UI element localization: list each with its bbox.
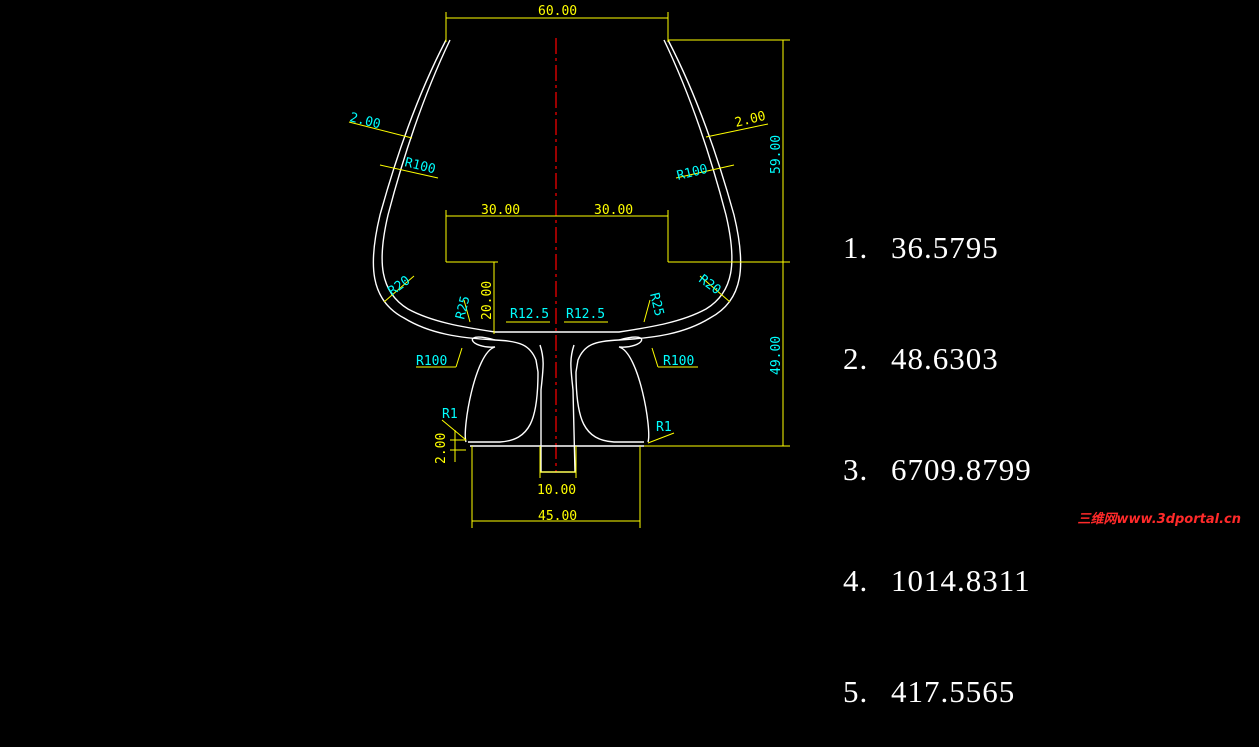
glass-profile-outer [372, 39, 539, 443]
radius-r12-5-left: R12.5 [510, 307, 549, 322]
radius-r1-right: R1 [656, 420, 672, 435]
dim-top-width: 60.00 [538, 4, 577, 19]
dim-stem-width: 10.00 [537, 483, 576, 498]
result-index: 4. [843, 563, 869, 598]
result-index: 2. [843, 341, 869, 376]
dim-wall-left: 2.00 [348, 110, 382, 132]
base-right [618, 336, 650, 443]
watermark: 三维网www.3dportal.cn [1077, 512, 1241, 527]
result-row: 2. 48.6303 [843, 340, 1032, 377]
stem-left [539, 344, 576, 473]
dim-base-width: 45.00 [538, 509, 577, 524]
result-row: 5. 417.5565 [843, 673, 1032, 710]
radius-leaders [379, 164, 735, 444]
radius-r1-left: R1 [442, 407, 458, 422]
glass-profile-inner [381, 39, 733, 333]
radius-r100-lower-right: R100 [663, 354, 694, 369]
base-left [464, 336, 496, 443]
radius-r25-left: R25 [453, 295, 473, 321]
result-index: 3. [843, 452, 869, 487]
dim-step-height: 20.00 [480, 281, 495, 320]
results-list: 1. 36.5795 2. 48.6303 3. 6709.8799 4. 1014.8… [843, 155, 1032, 747]
result-value: 1014.8311 [891, 563, 1031, 598]
result-value: 36.5795 [891, 230, 999, 265]
result-row: 4. 1014.8311 [843, 562, 1032, 599]
dim-half-width-right: 30.00 [594, 203, 633, 218]
dim-wall-right: 2.00 [733, 109, 767, 131]
dimension-lines [348, 12, 790, 528]
dim-height-lower: 49.00 [769, 336, 784, 375]
radius-r25-right: R25 [646, 291, 666, 317]
radius-r100-upper-left: R100 [403, 155, 437, 177]
result-index: 1. [843, 230, 869, 265]
result-value: 48.6303 [891, 341, 999, 376]
dim-height-upper: 59.00 [769, 135, 784, 174]
radius-r100-lower-left: R100 [416, 354, 447, 369]
dim-half-width-left: 30.00 [481, 203, 520, 218]
glass-profile-outer-right [575, 39, 742, 443]
result-value: 6709.8799 [891, 452, 1032, 487]
cad-drawing: 60.00 30.00 30.00 10.00 45.00 20.00 59.0… [348, 4, 790, 528]
radius-r20-left: R20 [386, 273, 414, 299]
result-value: 417.5565 [891, 674, 1016, 709]
radius-r20-right: R20 [696, 272, 724, 298]
result-index: 5. [843, 674, 869, 709]
dim-base-thickness: 2.00 [434, 433, 449, 464]
radius-r12-5-right: R12.5 [566, 307, 605, 322]
result-row: 1. 36.5795 [843, 229, 1032, 266]
result-row: 3. 6709.8799 [843, 451, 1032, 488]
radius-r100-upper-right: R100 [675, 162, 709, 184]
